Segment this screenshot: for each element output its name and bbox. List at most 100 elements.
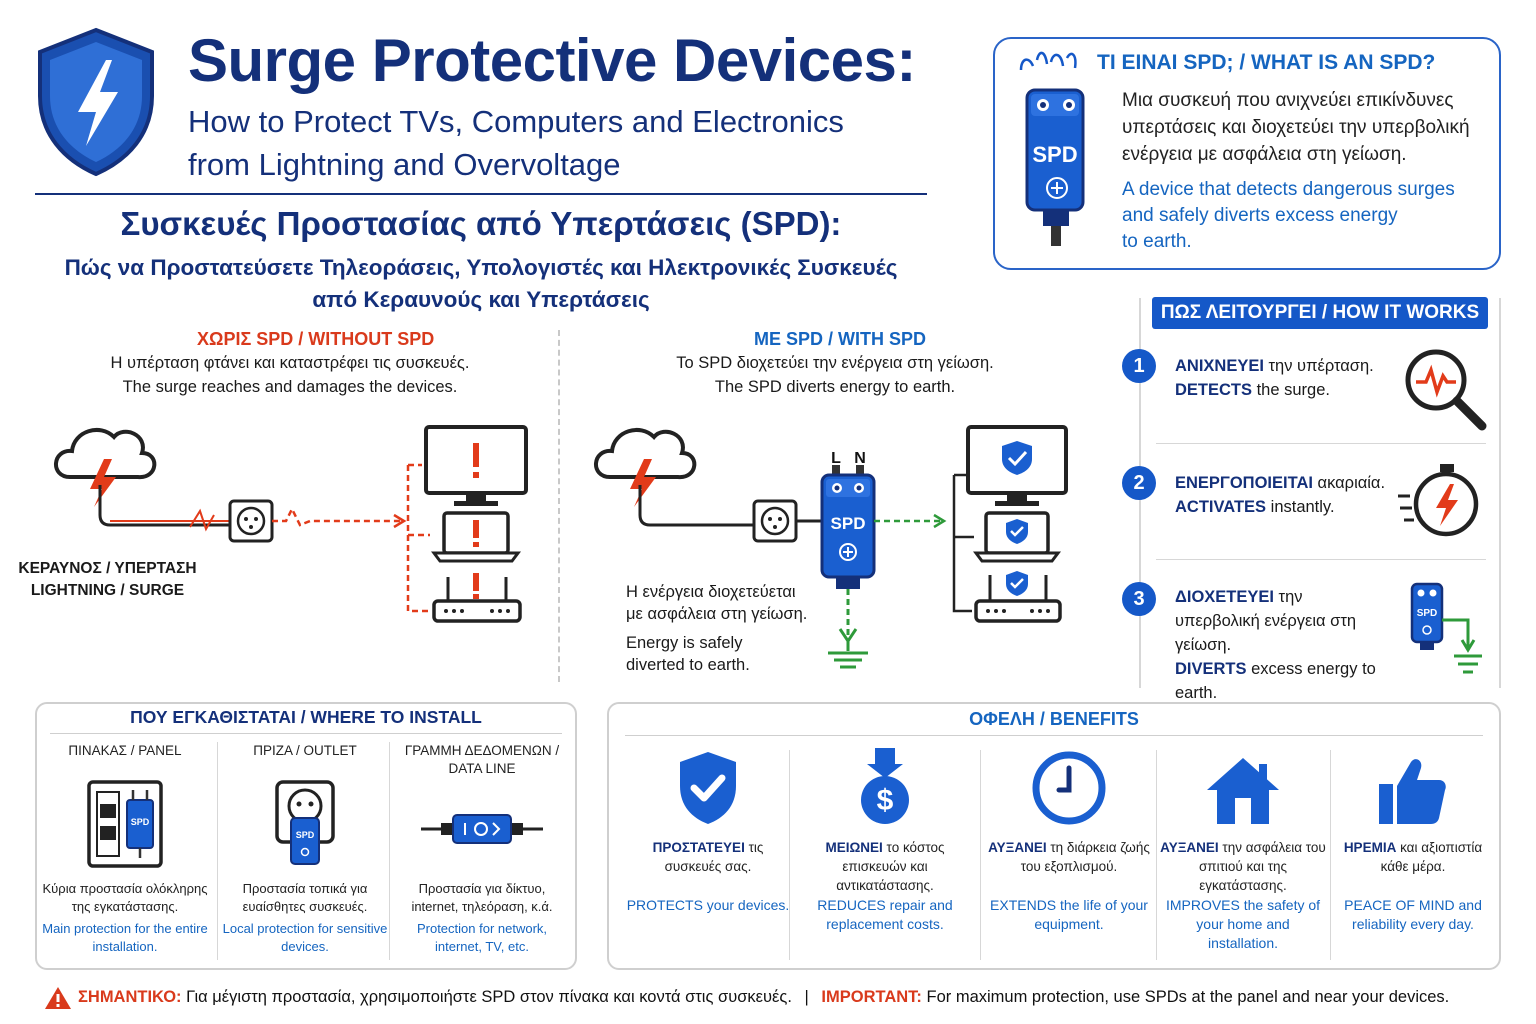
- benefits-column-divider: [789, 750, 790, 960]
- without-spd-greek: Η υπέρταση φτάνει και καταστρέφει τις συ…: [110, 354, 470, 372]
- benefit-text-english: the safety of your home and installation…: [1196, 897, 1321, 951]
- benefit-peace-of-mind: ΗΡΕΜΙΑ και αξιοπιστία κάθε μέρα. PEACE O…: [1334, 742, 1492, 934]
- spd-device-label: SPD: [1032, 142, 1077, 167]
- install-dataline-column: ΓΡΑΜΜΗ ΔΕΔΟΜΕΝΩΝ / DATA LINE Προστασία γ…: [397, 742, 567, 956]
- benefit-keyword-english: IMPROVES: [1165, 897, 1240, 913]
- install-column-divider: [389, 742, 390, 960]
- install-panel-greek: Κύρια προστασία ολόκληρης της εγκατάστασ…: [42, 881, 208, 914]
- benefit-text-greek: τη διάρκεια ζωής του εξοπλισμού.: [1020, 840, 1150, 874]
- step-2-text: ΕΝΕΡΓΟΠΟΙΕΙΤΑΙ ακαριαία. ACTIVATES insta…: [1175, 471, 1400, 519]
- lightning-surge-label: ΚΕΡΑΥΝΟΣ / ΥΠΕΡΤΑΣΗ LIGHTNING / SURGE: [10, 558, 205, 602]
- without-spd-heading: ΧΩΡΙΣ SPD / WITHOUT SPD: [197, 329, 435, 349]
- benefit-text-greek: το κόστος επισκευών και αντικατάστασης.: [836, 840, 945, 893]
- with-spd-note-english: diverted to earth.: [626, 656, 750, 674]
- step-3-english-keyword: DIVERTS: [1175, 660, 1247, 678]
- outlet-spd-icon: SPD: [220, 778, 390, 880]
- benefits-panel: [607, 702, 1501, 970]
- where-to-install-panel: [35, 702, 577, 970]
- benefits-column-divider: [1330, 750, 1331, 960]
- benefit-text-english: and reliability every day.: [1352, 897, 1482, 932]
- install-divider: [50, 733, 562, 734]
- install-column-divider: [217, 742, 218, 960]
- step-number-3: 3: [1122, 582, 1156, 616]
- terminal-l-label: L: [831, 450, 841, 467]
- benefit-text-greek: τις συσκευές σας.: [664, 840, 764, 874]
- footer-important-english: IMPORTANT:: [821, 988, 922, 1006]
- page-title: Surge Protective Devices:: [188, 27, 916, 94]
- benefit-protects: ΠΡΟΣΤΑΤΕΥΕΙ τις συσκευές σας. PROTECTS y…: [623, 742, 793, 915]
- where-to-install-title: ΠΟΥ ΕΓΚΑΘΙΣΤΑΤΑΙ / WHERE TO INSTALL: [130, 707, 482, 727]
- wall-outlet-icon: [752, 499, 798, 543]
- spd-device-icon: SPD: [1015, 50, 1095, 250]
- stopwatch-lightning-icon: [1396, 462, 1482, 542]
- step-number-2: 2: [1122, 466, 1156, 500]
- ground-symbol-icon: [828, 641, 868, 669]
- spd-device-label: SPD: [296, 830, 315, 840]
- install-outlet-column: ΠΡΙΖΑ / OUTLET SPD Προστασία τοπικά για …: [220, 742, 390, 956]
- greek-subtitle: Πώς να Προστατεύσετε Τηλεοράσεις, Υπολογ…: [35, 252, 927, 316]
- footer-important-greek: ΣΗΜΑΝΤΙΚΟ:: [78, 988, 182, 1006]
- step-1-english-keyword: DETECTS: [1175, 381, 1253, 399]
- benefits-column-divider: [980, 750, 981, 960]
- how-it-works-title: ΠΩΣ ΛΕΙΤΟΥΡΓΕΙ / HOW IT WORKS: [1152, 297, 1488, 329]
- spd-device-icon: L N SPD: [820, 450, 876, 589]
- benefits-title: ΟΦΕΛΗ / BENEFITS: [969, 709, 1139, 729]
- step-1-greek-keyword: ΑΝΙΧΝΕΥΕΙ: [1175, 357, 1264, 375]
- with-spd-english: The SPD diverts energy to earth.: [714, 378, 956, 396]
- lightning-label-english: LIGHTNING / SURGE: [30, 582, 185, 599]
- step-divider: [1156, 559, 1486, 560]
- wall-outlet-icon: [228, 499, 274, 543]
- page-subtitle-line: How to Protect TVs, Computers and Electr…: [188, 104, 844, 139]
- benefit-keyword-greek: ΑΥΞΑΝΕΙ: [1160, 840, 1219, 855]
- benefit-text-english: your devices.: [702, 897, 790, 913]
- what-is-greek-text: Μια συσκευή που ανιχνεύει επικίνδυνες υπ…: [1122, 90, 1470, 165]
- benefit-keyword-greek: ΗΡΕΜΙΑ: [1343, 840, 1397, 855]
- greek-subtitle-line: Πώς να Προστατεύσετε Τηλεοράσεις, Υπολογ…: [64, 255, 898, 280]
- laptop-icon: [431, 511, 521, 563]
- without-spd-text: Η υπέρταση φτάνει και καταστρέφει τις συ…: [60, 351, 520, 399]
- install-dataline-greek: Προστασία για δίκτυο, internet, τηλεόρασ…: [411, 881, 553, 914]
- without-spd-diagram: [30, 415, 550, 630]
- install-panel-column: ΠΙΝΑΚΑΣ / PANEL SPD Κύρια προστασία ολόκ…: [40, 742, 210, 956]
- benefit-keyword-greek: ΑΥΞΑΝΕΙ: [988, 840, 1047, 855]
- lightning-label-greek: ΚΕΡΑΥΝΟΣ / ΥΠΕΡΤΑΣΗ: [18, 560, 197, 577]
- home-icon: [1160, 742, 1326, 838]
- step-number-1: 1: [1122, 349, 1156, 383]
- tv-monitor-icon: [424, 425, 528, 506]
- benefit-text-greek: και αξιοπιστία κάθε μέρα.: [1380, 840, 1483, 874]
- with-spd-greek: Το SPD διοχετεύει την ενέργεια στη γείωσ…: [676, 354, 994, 372]
- step-2-english-text: instantly.: [1266, 498, 1335, 516]
- benefit-text-english: the life of your equipment.: [1034, 897, 1148, 932]
- with-spd-note-greek: Η ενέργεια διοχετεύεται: [626, 583, 796, 601]
- footer-text-greek: Για μέγιστη προστασία, χρησιμοποιήστε SP…: [181, 988, 792, 1006]
- step-3-english-text: excess energy to earth.: [1175, 660, 1376, 702]
- what-is-english-line: and safely diverts excess energy: [1122, 205, 1398, 226]
- install-outlet-heading: ΠΡΙΖΑ / OUTLET: [253, 743, 357, 758]
- benefit-keyword-english: EXTENDS: [990, 897, 1057, 913]
- thumbs-up-icon: [1334, 742, 1492, 838]
- install-outlet-english: Local protection for sensitive devices.: [222, 921, 388, 954]
- benefits-divider: [625, 735, 1483, 736]
- benefit-reduces-cost: $ ΜΕΙΩΝΕΙ το κόστος επισκευών και αντικα…: [795, 742, 975, 934]
- benefit-text-english: repair and replacement costs.: [826, 897, 953, 932]
- step-1-english-text: the surge.: [1252, 381, 1330, 399]
- without-spd-english: The surge reaches and damages the device…: [122, 378, 458, 396]
- clock-icon: [983, 742, 1155, 838]
- install-dataline-heading: ΓΡΑΜΜΗ ΔΕΔΟΜΕΝΩΝ / DATA LINE: [404, 743, 560, 776]
- benefit-keyword-english: REDUCES: [817, 897, 886, 913]
- what-is-english-text: A device that detects dangerous surges a…: [1122, 177, 1492, 255]
- step-divider: [1156, 443, 1486, 444]
- footer-note: ΣΗΜΑΝΤΙΚΟ: Για μέγιστη προστασία, χρησιμ…: [78, 988, 1536, 1007]
- magnifier-pulse-icon: [1402, 346, 1488, 432]
- svg-text:$: $: [877, 784, 894, 817]
- storm-cloud-icon: [54, 427, 157, 507]
- install-panel-english: Main protection for the entire installat…: [42, 921, 208, 954]
- money-down-icon: $: [795, 742, 975, 838]
- electrical-panel-icon: SPD: [40, 778, 210, 880]
- with-spd-note-english: Energy is safely: [626, 634, 743, 652]
- step-3-greek-text: την υπερβολική ενέργεια στη γείωση.: [1175, 588, 1357, 654]
- benefit-keyword-greek: ΜΕΙΩΝΕΙ: [825, 840, 883, 855]
- shield-check-icon: [623, 742, 793, 838]
- page-subtitle: How to Protect TVs, Computers and Electr…: [188, 100, 928, 186]
- step-2-greek-keyword: ΕΝΕΡΓΟΠΟΙΕΙΤΑΙ: [1175, 474, 1313, 492]
